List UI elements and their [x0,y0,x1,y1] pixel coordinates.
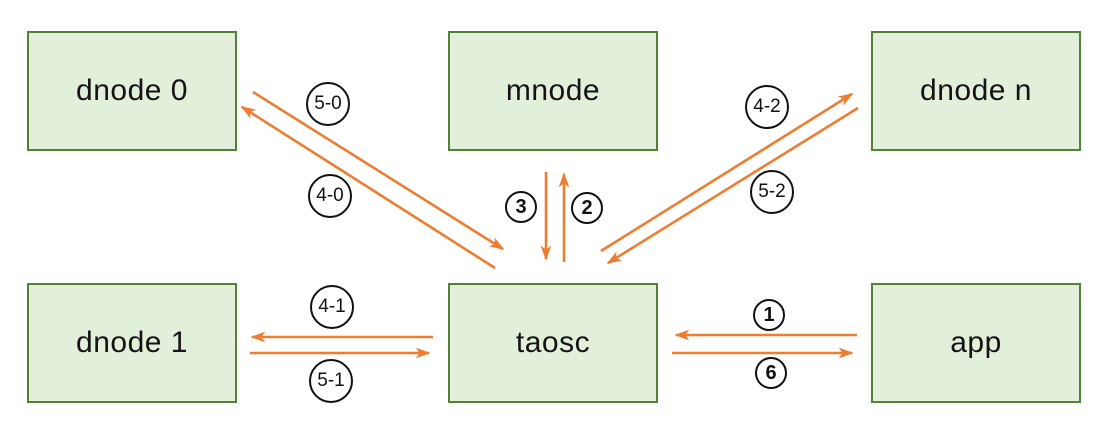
edge-label-5-1: 5-1 [309,359,353,403]
node-dnoden: dnode n [871,31,1081,151]
node-mnode: mnode [448,31,658,151]
edge-label-5-0: 5-0 [306,82,350,126]
edge-5-0-arrow [252,90,505,251]
node-dnode0: dnode 0 [27,31,237,151]
edge-label-3: 3 [505,191,537,223]
edge-label-4-2: 4-2 [745,85,789,129]
edge-label-1: 1 [753,299,785,331]
edge-5-2-arrow [606,106,859,265]
node-taosc: taosc [448,283,658,403]
edge-label-4-1: 4-1 [310,285,354,329]
edge-label-4-0: 4-0 [308,174,352,218]
node-app: app [871,283,1081,403]
edge-label-2: 2 [571,192,603,224]
edge-label-5-2: 5-2 [750,170,794,214]
edge-4-0-arrow [240,105,496,270]
node-dnode1: dnode 1 [27,283,237,403]
edge-4-2-arrow [600,92,854,253]
edge-label-6: 6 [755,357,787,389]
